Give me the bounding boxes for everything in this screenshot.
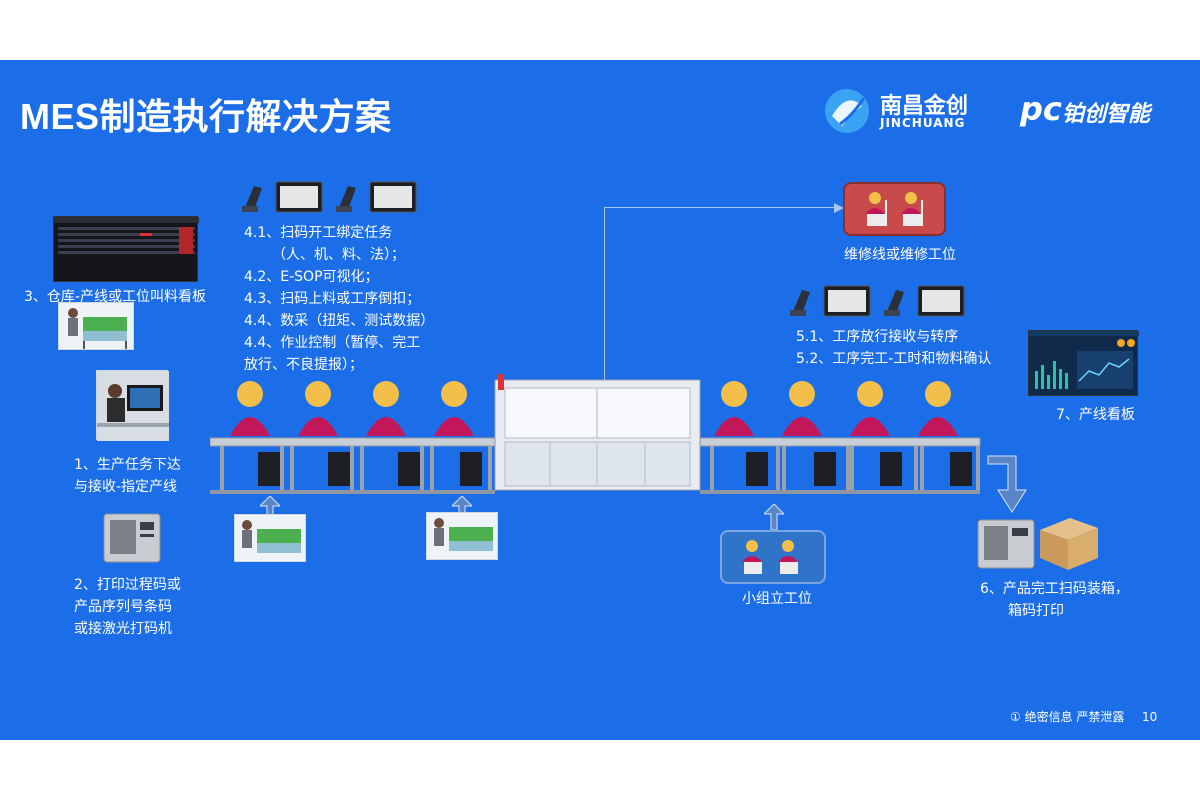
step-44a: 4.4、数采（扭矩、测试数据） <box>244 313 435 329</box>
workstation-right-2 <box>782 446 850 490</box>
workstation-right-1 <box>710 446 780 490</box>
task-dispatch-label-2: 与接收-指定产线 <box>74 479 178 495</box>
jinchuang-logo: 南昌金创 JINCHUANG <box>822 86 982 136</box>
step-44b: 4.4、作业控制（暂停、完工 <box>244 335 421 351</box>
arrow-up-icon <box>260 496 280 522</box>
production-line <box>210 374 981 494</box>
page-number: 10 <box>1142 710 1158 724</box>
step-51: 5.1、工序放行接收与转序 <box>796 329 959 345</box>
print-label-3: 或接激光打码机 <box>74 621 172 637</box>
step-41a: 4.1、扫码开工绑定任务 <box>244 225 393 241</box>
arrow-down-icon <box>987 455 1027 513</box>
workstation-left-3 <box>360 446 424 490</box>
warehouse-board-screen <box>53 216 199 282</box>
scanner-tablet-group-2 <box>788 284 968 318</box>
worker-icon <box>782 381 822 436</box>
workstation-left-1 <box>220 446 284 490</box>
worker-icon <box>434 381 474 436</box>
step-42: 4.2、E-SOP可视化； <box>244 269 379 285</box>
packing-printer-icon <box>976 516 1036 570</box>
pack-label-1: 6、产品完工扫码装箱， <box>980 581 1129 597</box>
workers-left <box>230 381 474 436</box>
worker-icon <box>298 381 338 436</box>
workers-right <box>714 381 958 436</box>
label-printer-icon <box>100 510 164 566</box>
material-cart-photo-2 <box>234 514 306 562</box>
task-dispatch-label-1: 1、生产任务下达 <box>74 457 181 473</box>
group-station-label: 小组立工位 <box>742 591 812 607</box>
carton-box-icon <box>1036 512 1102 572</box>
scanner-icon <box>242 186 262 212</box>
warehouse-board-label: 3、仓库-产线或工位叫料看板 <box>24 289 206 305</box>
worker-icon <box>230 381 270 436</box>
worker-icon <box>714 381 754 436</box>
arrow-up-icon <box>452 496 472 522</box>
jinchuang-cn: 南昌金创 <box>880 94 969 119</box>
line-board-label: 7、产线看板 <box>1056 407 1135 423</box>
slide: MES制造执行解决方案 南昌金创 JINCHUANG pc 铂创智能 <box>0 60 1200 740</box>
bochuang-mark: pc <box>1020 90 1062 128</box>
step-52: 5.2、工序完工-工时和物料确认 <box>796 351 992 367</box>
workstation-left-2 <box>290 446 354 490</box>
workstation-right-3 <box>850 446 918 490</box>
material-cart-photo-3 <box>426 512 498 560</box>
repair-connector-vertical <box>604 208 605 380</box>
repair-station-box <box>843 182 946 236</box>
line-board-screen <box>1028 330 1139 396</box>
step-41b: （人、机、料、法）； <box>272 247 405 263</box>
jinchuang-en: JINCHUANG <box>880 116 966 130</box>
print-label-2: 产品序列号条码 <box>74 599 172 615</box>
step-44c: 放行、不良提报）； <box>244 357 363 373</box>
workstation-photo <box>96 370 169 441</box>
bochuang-logo: pc 铂创智能 <box>1020 90 1190 134</box>
material-cart-photo <box>58 302 134 350</box>
group-station-box <box>720 530 826 584</box>
arrow-right-icon <box>834 203 844 213</box>
worker-icon <box>918 381 958 436</box>
print-label-1: 2、打印过程码或 <box>74 577 181 593</box>
page-title: MES制造执行解决方案 <box>20 96 392 137</box>
arrow-up-icon <box>764 504 784 530</box>
pack-label-2: 箱码打印 <box>1008 603 1064 619</box>
step-43: 4.3、扫码上料或工序倒扣； <box>244 291 421 307</box>
bochuang-text: 铂创智能 <box>1062 102 1151 127</box>
worker-icon <box>366 381 406 436</box>
confidential-note: ① 绝密信息 严禁泄露 <box>1010 710 1125 724</box>
workstation-right-4 <box>920 446 980 490</box>
jinchuang-logo-mark-icon <box>825 89 869 133</box>
workstation-left-4 <box>430 446 492 490</box>
worker-icon <box>850 381 890 436</box>
scanner-tablet-group-1 <box>240 180 420 214</box>
repair-connector-horizontal <box>604 207 836 208</box>
repair-label: 维修线或维修工位 <box>844 247 956 263</box>
